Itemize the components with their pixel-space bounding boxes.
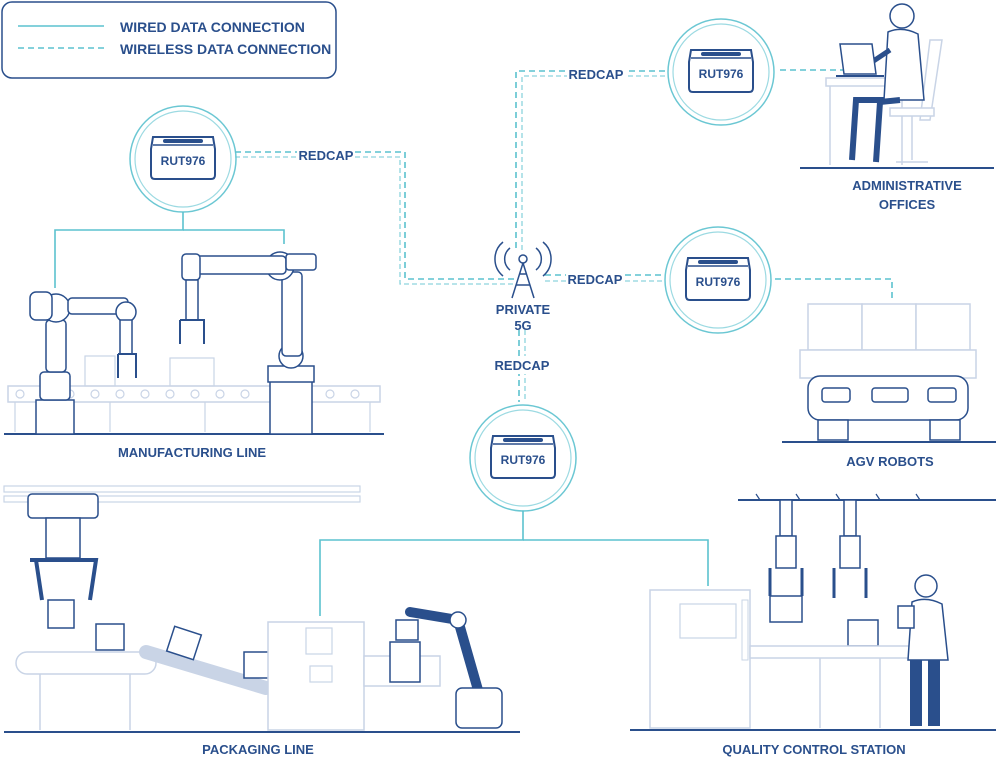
packaging-line-illustration <box>3 485 520 733</box>
link-center-quality <box>523 539 709 586</box>
legend-wired-label: WIRED DATA CONNECTION <box>120 19 305 35</box>
label-bg <box>297 145 355 163</box>
link-label-manufacturing: REDCAP <box>299 148 354 163</box>
link-manufacturing-wired-left <box>54 212 184 288</box>
link-agv-robot <box>775 278 893 300</box>
device-center: RUT976 <box>469 404 577 512</box>
zone-label-manufacturing: MANUFACTURING LINE <box>118 445 266 460</box>
zone-label-packaging: PACKAGING LINE <box>202 742 314 757</box>
link-label-office: REDCAP <box>569 67 624 82</box>
router-icon <box>688 49 754 93</box>
legend: WIRED DATA CONNECTION WIRELESS DATA CONN… <box>1 1 337 79</box>
tower-label-line2: 5G <box>514 318 531 333</box>
manufacturing-line-illustration <box>4 251 384 435</box>
link-center-packaging <box>319 510 524 616</box>
agv-illustration <box>782 303 996 443</box>
router-icon <box>490 435 556 479</box>
quality-control-illustration <box>630 493 996 731</box>
tower-icon <box>494 241 552 299</box>
link-manufacturing-wired-right <box>183 229 285 244</box>
device-label-office: RUT976 <box>699 67 744 81</box>
zone-label-quality: QUALITY CONTROL STATION <box>722 742 905 757</box>
device-label-manufacturing: RUT976 <box>161 154 206 168</box>
tower-label-line1: PRIVATE <box>496 302 551 317</box>
device-manufacturing: RUT976 <box>129 105 237 213</box>
router-icon <box>150 136 216 180</box>
office-illustration <box>800 3 994 169</box>
link-label-center: REDCAP <box>495 358 550 373</box>
legend-box <box>1 1 337 79</box>
label-bg <box>567 64 625 82</box>
link-office-tower-b <box>521 75 665 250</box>
router-icon <box>685 257 751 301</box>
label-bg <box>493 356 551 374</box>
link-office-tower <box>515 70 665 250</box>
label-bg <box>566 270 624 288</box>
device-agv: RUT976 <box>664 226 772 334</box>
legend-wireless-label: WIRELESS DATA CONNECTION <box>120 41 331 57</box>
zone-label-agv: AGV ROBOTS <box>846 454 934 469</box>
link-label-agv: REDCAP <box>568 272 623 287</box>
device-label-center: RUT976 <box>501 453 546 467</box>
zone-label-office-line2: OFFICES <box>879 197 936 212</box>
device-label-agv: RUT976 <box>696 275 741 289</box>
zone-label-office-line1: ADMINISTRATIVE <box>852 178 962 193</box>
device-office: RUT976 <box>667 18 775 126</box>
